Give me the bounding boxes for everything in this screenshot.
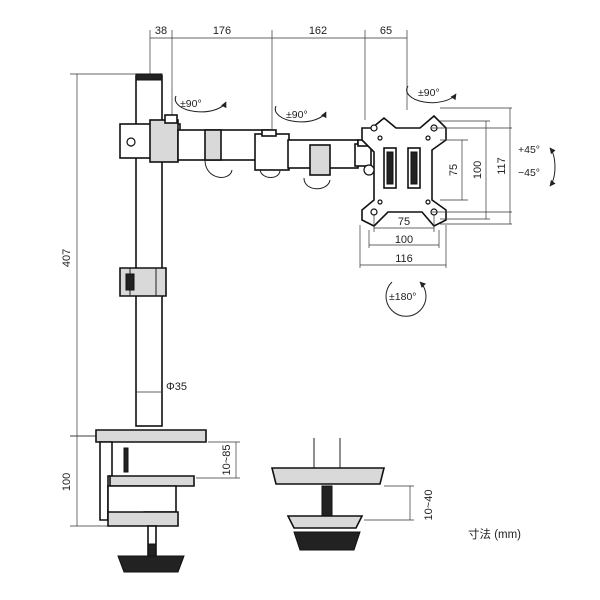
- rotation-label-joint-1: ±90°: [180, 98, 202, 110]
- dim-arm-seg-2: 176: [213, 25, 231, 37]
- clamp-range-dimension: [196, 441, 240, 479]
- rotate-label: ±180°: [389, 291, 416, 303]
- dim-vesa-v-75: 75: [448, 164, 460, 176]
- dim-vesa-h-116: 116: [395, 253, 413, 265]
- dim-clamp-height: 100: [61, 473, 73, 491]
- rotation-arrow-joint-2: [274, 105, 327, 123]
- tilt-up-label: +45°: [518, 144, 540, 156]
- tilt-arrow: [549, 147, 556, 187]
- rotation-label-joint-2: ±90°: [286, 109, 308, 121]
- vesa-plate: [361, 114, 447, 227]
- dim-arm-seg-3: 162: [309, 25, 327, 37]
- dim-vesa-v-117: 117: [496, 157, 508, 175]
- dim-vesa-h-100: 100: [395, 234, 413, 246]
- dim-grommet-range: 10~40: [423, 490, 435, 521]
- grommet-mount: [270, 438, 386, 551]
- rotate-arrow: [385, 281, 427, 317]
- dim-arm-seg-1: 38: [155, 25, 167, 37]
- rotation-arrow-joint-3: [406, 85, 457, 104]
- dim-clamp-range: 10~85: [221, 445, 233, 476]
- vesa-horizontal-dimensions: [359, 214, 447, 268]
- tilt-down-label: −45°: [518, 167, 540, 179]
- rotation-arrow-joint-1: [174, 95, 227, 113]
- arm-dimension-lines: [149, 30, 408, 132]
- grommet-range-dimension: [364, 485, 414, 521]
- vesa-vertical-dimensions: [432, 107, 512, 225]
- dim-vesa-v-100: 100: [472, 161, 484, 179]
- desk-clamp: [95, 429, 207, 573]
- unit-note: 寸法 (mm): [468, 527, 521, 541]
- arm: [119, 114, 372, 190]
- dim-pole-height: 407: [61, 249, 73, 267]
- dim-vesa-h-75: 75: [398, 216, 410, 228]
- dim-arm-seg-4: 65: [380, 25, 392, 37]
- dim-pole-diameter: Φ35: [166, 381, 187, 393]
- clamp-height-dimension: [70, 435, 108, 527]
- rotation-label-joint-3: ±90°: [418, 87, 440, 99]
